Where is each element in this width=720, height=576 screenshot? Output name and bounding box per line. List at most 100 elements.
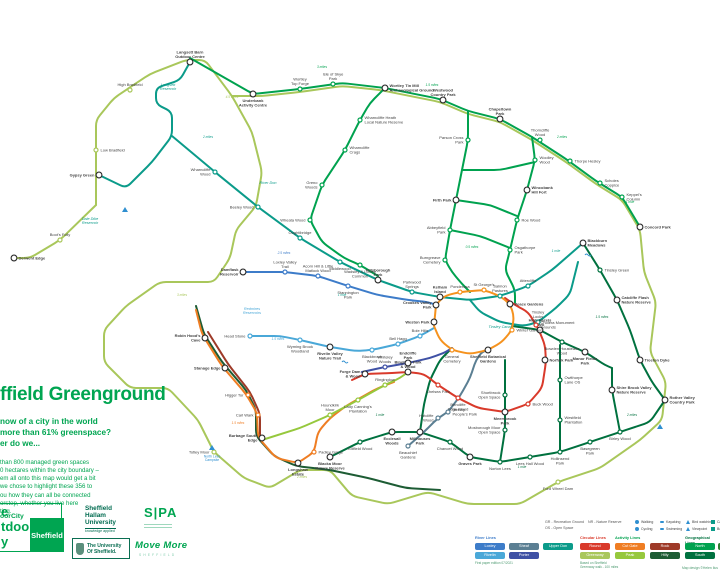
station: [258, 434, 266, 442]
station-label: Gypsy Green: [70, 172, 95, 177]
station: [297, 235, 303, 241]
station: [388, 428, 396, 436]
legend-line-greenway: Greenway: [580, 552, 610, 559]
station: [455, 395, 461, 401]
sheffield-logo-text: Sheffield: [31, 530, 63, 540]
station: [357, 439, 363, 445]
station: [249, 90, 257, 98]
campsite-icon: [209, 445, 215, 450]
hashtag: oorCity: [0, 513, 24, 520]
station: [330, 81, 336, 87]
station: [597, 267, 603, 273]
station-label: 2 miles: [202, 135, 214, 139]
line-south-vert-3: [611, 367, 621, 433]
station: [404, 359, 412, 367]
line-upperdon-canal: [469, 261, 579, 327]
station: [555, 479, 561, 485]
station: [497, 459, 503, 465]
station: [613, 296, 621, 304]
station: [342, 147, 348, 153]
station: [587, 439, 593, 445]
station: [435, 382, 441, 388]
station-label: 0.5 miles: [466, 245, 479, 249]
station: [432, 301, 440, 309]
legend-note-river: First paper edition 07/2021: [475, 561, 513, 565]
legend-activity-label: Viewpoint: [692, 527, 708, 531]
station-label: Ford Wheel Dam: [543, 486, 574, 491]
map-credit: Map design ©Helen Ilus: [681, 566, 718, 570]
station-label: Bole Hills: [412, 328, 429, 333]
legend-note-circular: Based on Sheffield Greenway walk - 100 m…: [580, 561, 619, 569]
line-north-ne-2: [504, 136, 536, 304]
station: [466, 453, 474, 461]
station: [201, 334, 209, 342]
camping-icon: [711, 520, 715, 524]
station: [581, 348, 589, 356]
station-label: 4.5 miles: [226, 95, 239, 99]
station-label: Peace Gardens: [515, 301, 545, 306]
cycling-icon: [635, 527, 639, 531]
station: [395, 341, 401, 347]
station: [541, 356, 549, 364]
station-label: Tinsley Canal: [489, 325, 512, 329]
station: [481, 287, 487, 293]
station: [533, 322, 539, 328]
station-label: 1 mile: [552, 249, 561, 253]
station: [447, 439, 453, 445]
station: [608, 386, 616, 394]
legend-activity-camping: Camping: [711, 520, 720, 524]
sheffield-hallam-logo: Sheffield Hallam University: [85, 505, 116, 529]
station: [127, 87, 133, 93]
station: [509, 327, 515, 333]
station-label: St George's: [474, 282, 495, 287]
station: [417, 333, 423, 339]
station: [532, 157, 538, 163]
station: [319, 182, 325, 188]
station: [436, 293, 444, 301]
legend-group-circular-lines: Circular Lines: [580, 535, 606, 540]
station: [537, 137, 543, 143]
line-north-wharncliffe: [310, 87, 386, 277]
station: [506, 300, 514, 308]
campsite-icon: [657, 424, 663, 429]
station: [514, 217, 520, 223]
station-label: Low Bradfield: [101, 147, 125, 152]
station-label: Higger Tor: [225, 392, 244, 397]
legend-group-activity-lines: Activity Lines: [615, 535, 641, 540]
station-label: Chancet Wood: [437, 446, 463, 451]
station-label: Head Stone: [224, 333, 246, 338]
station: [382, 382, 388, 388]
station-label: 2 miles: [556, 135, 568, 139]
station-label: Oughtibridge: [289, 230, 313, 235]
line-rivelin: [249, 327, 435, 352]
station: [557, 417, 563, 423]
station-label: Thorpe Hesley: [575, 158, 601, 163]
station: [579, 239, 587, 247]
legend-activity-label: Bouldering: [717, 527, 720, 531]
station: [567, 158, 573, 164]
station: [382, 364, 388, 370]
legend-line-south: South: [685, 552, 715, 559]
